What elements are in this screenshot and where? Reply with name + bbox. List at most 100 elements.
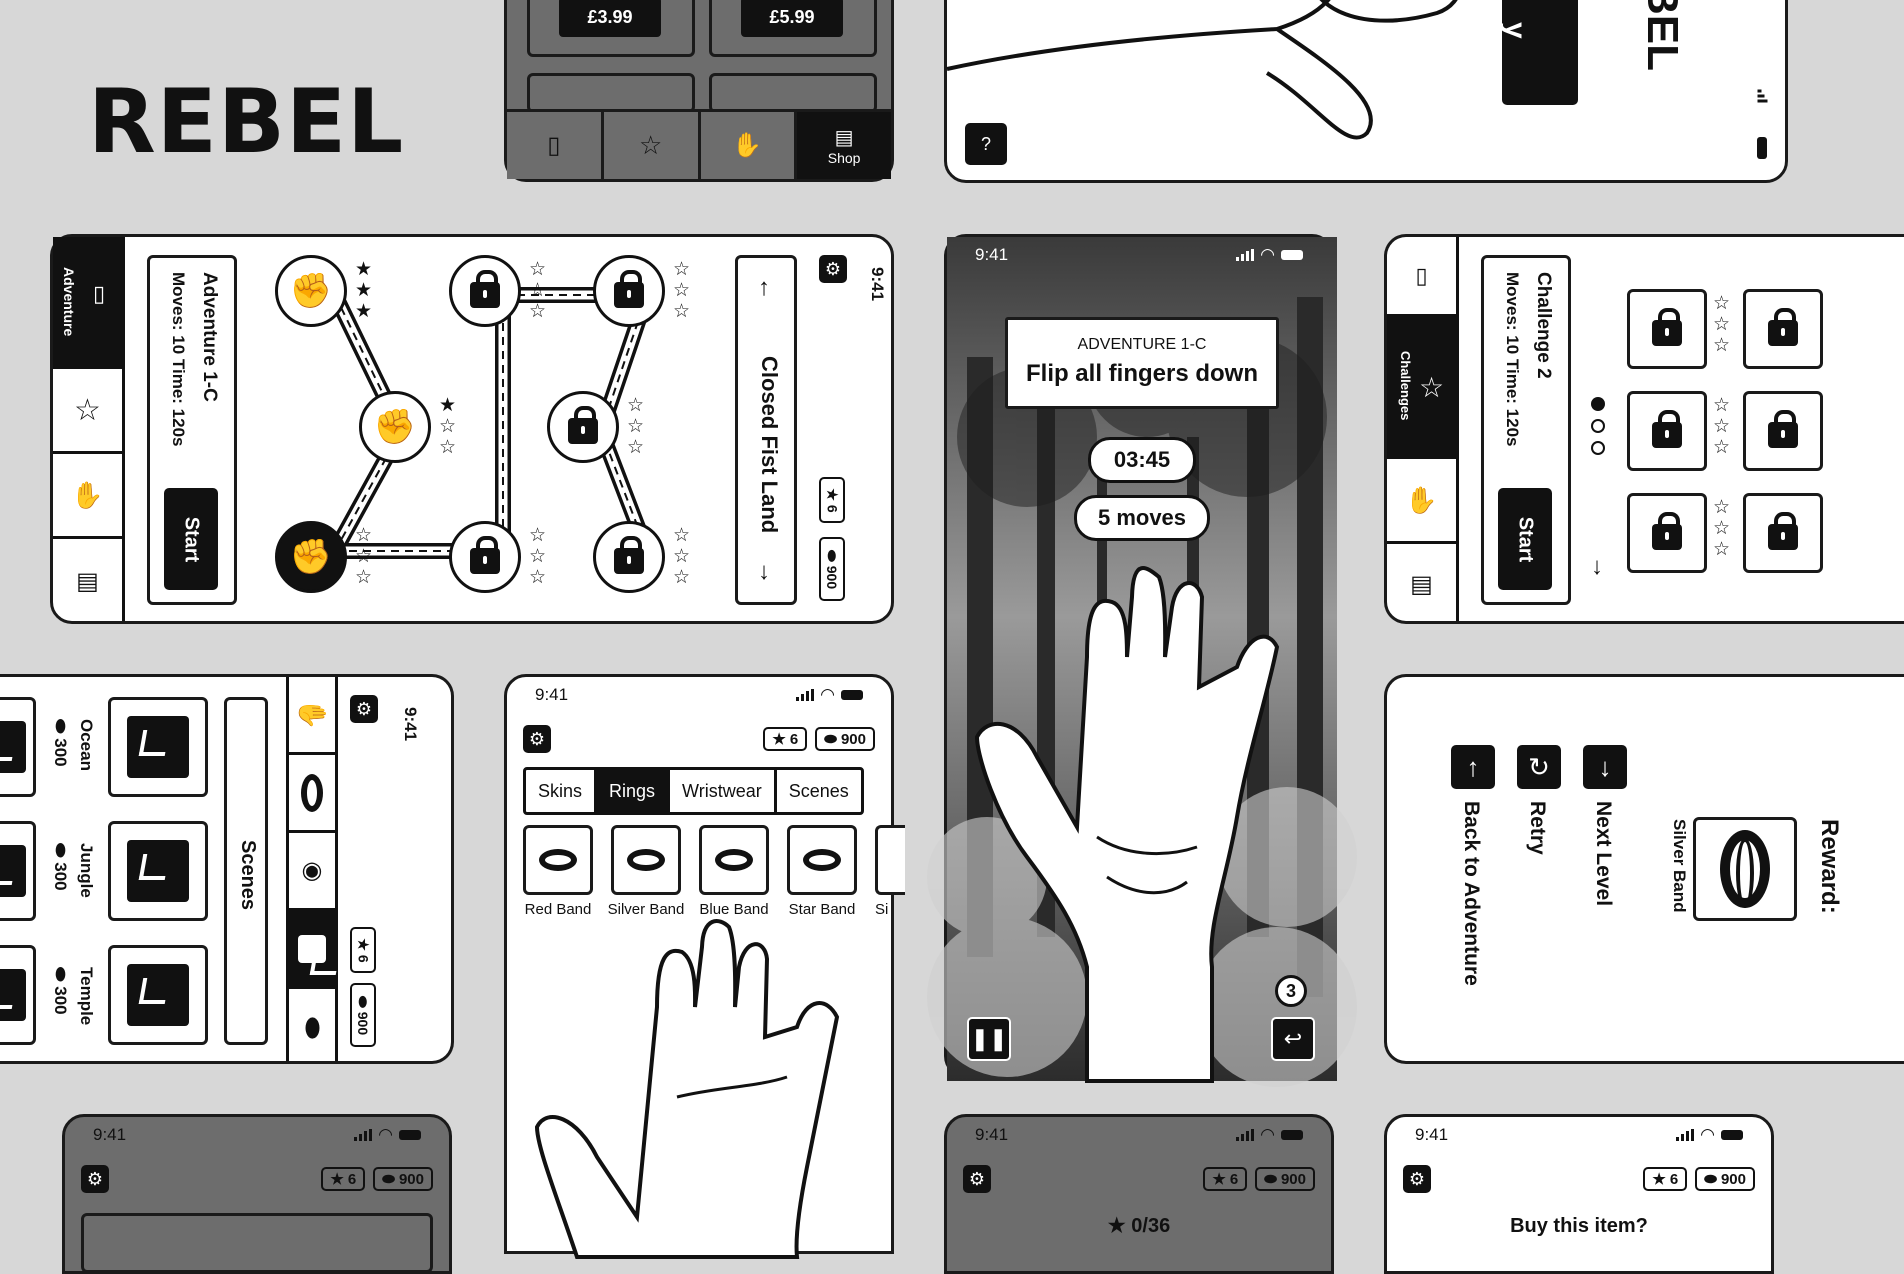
star-count-chip: ★ 6 xyxy=(819,477,845,523)
partial-button[interactable]: y xyxy=(1499,0,1578,105)
price-button[interactable]: £5.99 xyxy=(741,0,843,37)
level-node-locked[interactable] xyxy=(449,521,521,593)
back-to-adventure-button[interactable]: ↑ xyxy=(1451,745,1495,789)
nav-shop[interactable]: ▤ xyxy=(1387,544,1456,624)
nav-skins[interactable]: ✋ xyxy=(289,677,335,755)
ring-item[interactable]: Red Band xyxy=(523,825,593,918)
challenge-tile-locked[interactable] xyxy=(1743,493,1823,573)
challenges-screen: ▯ ☆ Challenges ✋ ▤ Challenge 2 Moves: 10… xyxy=(1384,234,1904,624)
settings-icon[interactable]: ⚙ xyxy=(963,1165,991,1193)
tab-challenges[interactable]: ☆ xyxy=(604,112,701,179)
scene-tile[interactable] xyxy=(0,945,36,1045)
tab-adventure[interactable]: ▯ xyxy=(507,112,604,179)
challenge-tile-locked[interactable] xyxy=(1627,289,1707,369)
status-icons xyxy=(1757,89,1771,169)
ring-item[interactable]: Star Band xyxy=(787,825,857,918)
arrow-down-icon[interactable]: ↓ xyxy=(1591,553,1603,580)
settings-icon[interactable]: ⚙ xyxy=(1403,1165,1431,1193)
hand-illustration xyxy=(946,0,1458,140)
nav-rings[interactable] xyxy=(289,755,335,833)
price-button[interactable]: £3.99 xyxy=(559,0,661,37)
tab-shop[interactable]: ▤ Shop xyxy=(797,112,891,179)
tab-wristwear[interactable]: Wristwear xyxy=(670,770,777,812)
scene-name: Jungle xyxy=(77,843,96,898)
level-node-current[interactable]: ✊ xyxy=(275,521,347,593)
start-button[interactable]: Start xyxy=(1498,488,1552,590)
reward-item-name: Silver Band xyxy=(1670,819,1689,913)
challenge-tile-locked[interactable] xyxy=(1627,391,1707,471)
settings-icon[interactable]: ⚙ xyxy=(819,255,847,283)
next-level-label: Next Level xyxy=(1592,801,1615,907)
tab-skins[interactable]: Skins xyxy=(526,770,598,812)
scene-tile[interactable] xyxy=(0,821,36,921)
level-node-locked[interactable] xyxy=(593,255,665,327)
watch-icon: ◉ xyxy=(301,857,323,884)
settings-icon[interactable]: ⚙ xyxy=(350,695,378,723)
scene-price: ⬬ 300 xyxy=(51,967,70,1015)
ring-item[interactable]: Blue Band xyxy=(699,825,769,918)
scenes-shop-screen: Ocean ⬬ 300 Jungle ⬬ 300 Temple ⬬ 300 Sc… xyxy=(0,674,454,1064)
lock-icon xyxy=(1768,308,1798,346)
hand-icon: ✋ xyxy=(732,132,763,159)
currency-hud: ★ 6 ⬬ 900 xyxy=(1643,1167,1755,1191)
scene-tile[interactable] xyxy=(108,945,208,1045)
coin-count-chip: ⬬ 900 xyxy=(815,727,875,751)
arrow-down-icon: ↓ xyxy=(1598,751,1612,782)
arrow-up-icon: ↑ xyxy=(1466,751,1480,782)
status-time: 9:41 xyxy=(975,1125,1009,1144)
next-level-button[interactable]: ↓ xyxy=(1583,745,1627,789)
level-subtitle: ADVENTURE 1-C xyxy=(1077,336,1207,353)
status-time: 9:41 xyxy=(93,1125,127,1144)
ring-list: Red Band Silver Band Blue Band Star Band… xyxy=(523,825,905,918)
battery-icon xyxy=(1281,250,1303,260)
nav-challenges[interactable]: ☆ Challenges xyxy=(1387,317,1456,459)
settings-icon[interactable]: ⚙ xyxy=(81,1165,109,1193)
undo-icon[interactable]: ↩ xyxy=(1271,1017,1315,1061)
retry-button[interactable]: ↻ xyxy=(1517,745,1561,789)
star-icon: ☆ xyxy=(638,130,663,160)
scene-tile[interactable] xyxy=(108,697,208,797)
pause-icon[interactable]: ❚❚ xyxy=(967,1017,1011,1061)
start-button[interactable]: Start xyxy=(164,488,218,590)
settings-icon[interactable]: ⚙ xyxy=(523,725,551,753)
image-icon xyxy=(127,840,189,902)
help-icon[interactable]: ? xyxy=(965,123,1007,165)
arrow-down-icon[interactable]: ↓ xyxy=(758,558,770,585)
ring-name: Si xyxy=(875,901,889,918)
scene-price: ⬬ 300 xyxy=(51,843,70,891)
ring-icon xyxy=(539,849,577,871)
nav-adventure[interactable]: ▯ Adventure xyxy=(53,237,122,369)
challenge-tile-locked[interactable] xyxy=(1743,391,1823,471)
level-node-locked[interactable] xyxy=(593,521,665,593)
pack-card[interactable] xyxy=(709,73,877,113)
ring-item[interactable]: Si xyxy=(875,825,905,918)
tab-hand[interactable]: ✋ xyxy=(701,112,798,179)
scene-tile[interactable] xyxy=(0,697,36,797)
nav-coins[interactable]: ⬬ xyxy=(289,989,335,1067)
nav-scenes[interactable] xyxy=(289,911,335,989)
nav-adventure[interactable]: ▯ xyxy=(1387,237,1456,317)
arrow-up-icon[interactable]: ↑ xyxy=(758,274,770,301)
nav-wristwear[interactable]: ◉ xyxy=(289,833,335,911)
tab-rings[interactable]: Rings xyxy=(597,770,671,812)
level-node-locked[interactable] xyxy=(449,255,521,327)
pack-card[interactable] xyxy=(527,73,695,113)
nav-hand[interactable]: ✋ xyxy=(1387,459,1456,544)
ring-item[interactable]: Silver Band xyxy=(608,825,684,918)
level-node-locked[interactable] xyxy=(547,391,619,463)
timer-pill: 03:45 xyxy=(1088,437,1196,483)
tab-scenes[interactable]: Scenes xyxy=(788,780,849,801)
hand-illustration[interactable] xyxy=(947,237,1337,1083)
challenge-tile-locked[interactable] xyxy=(1627,493,1707,573)
scene-tile[interactable] xyxy=(108,821,208,921)
ring-icon xyxy=(715,849,753,871)
nav-shop[interactable]: ▤ xyxy=(53,539,122,624)
level-result-screen: ↑ Back to Adventure ↻ Retry ↓ Next Level… xyxy=(1384,674,1904,1064)
nav-hand[interactable]: ✋ xyxy=(53,454,122,539)
coin-count-chip: ⬬ 900 xyxy=(350,983,376,1047)
bottom-screen-1: 9:41 ◠ ⚙ ★ 6 ⬬ 900 xyxy=(62,1114,452,1274)
nav-challenges[interactable]: ☆ xyxy=(53,369,122,454)
challenge-tile-locked[interactable] xyxy=(1743,289,1823,369)
level-node-complete[interactable]: ✊ xyxy=(359,391,431,463)
level-node-complete[interactable]: ✊ xyxy=(275,255,347,327)
